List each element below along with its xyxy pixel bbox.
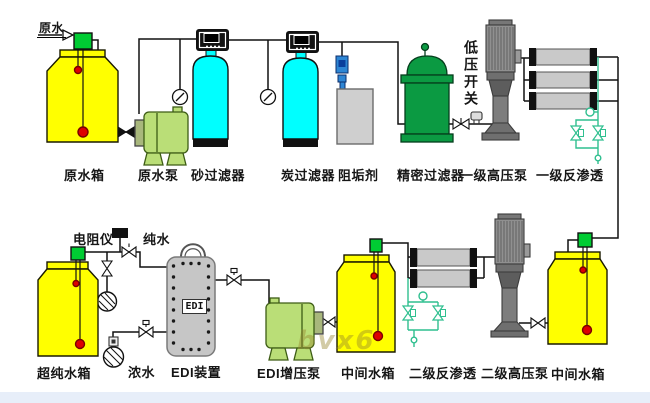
filter-control-valve-head [196,29,229,51]
label-concentrate: 浓水 [128,365,156,380]
label-stage1-hp-pump: 一级高压泵 [460,168,528,183]
stage2-high-pressure-pump [490,213,531,338]
label-precision-filter: 精密过滤器 [397,168,465,183]
level-switch-box [577,232,593,248]
edi-badge: EDI [182,299,207,314]
label-raw-water-inlet: 原水 [37,19,67,38]
label-stage2-hp-pump: 二级高压泵 [481,366,549,381]
label-sand-filter: 砂过滤器 [191,168,246,183]
valve [530,316,546,330]
stage2-flush-valves [401,278,446,347]
gauge [418,291,428,301]
label-intermediate-tank-left: 中间水箱 [341,366,396,381]
raw-water-tank [46,32,119,143]
membrane-housing [529,48,597,66]
label-raw-water-tank: 原水箱 [64,168,105,183]
level-switch-box [70,246,86,261]
level-switch-box [369,238,383,253]
valve [452,118,470,130]
process-piping [38,34,619,337]
level-switch-box [73,32,93,50]
stage1-ro-membranes [529,48,597,110]
valve [226,267,242,287]
label-antiscalant: 阻垢剂 [338,168,379,183]
membrane-housing [410,248,477,267]
float-sensor [77,126,89,138]
pressure-gauge [259,88,277,106]
drain-fitting [108,336,119,347]
intermediate-tank-left [336,238,396,353]
label-ultrapure-tank: 超纯水箱 [37,366,92,381]
float-sensor [74,338,86,350]
drain-fitting [594,154,602,162]
float-sensor [579,266,587,274]
label-pure-water: 纯水 [143,232,171,247]
filter-control-valve-head [286,31,319,53]
label-raw-water-pump: 原水泵 [138,168,179,183]
valve [117,126,135,138]
label-edi-booster-pump: EDI增压泵 [257,366,321,381]
pressure-gauge [171,88,189,106]
chemical-tank [336,88,374,145]
stage1-high-pressure-pump [481,19,522,141]
stage2-ro-membranes [410,248,477,288]
label-stage1-ro: 一级反渗透 [536,168,604,183]
flow-meter [102,346,125,368]
valve [138,319,154,339]
drain-fitting [410,336,418,344]
membrane-housing [529,92,597,110]
float-sensor [370,272,378,280]
label-resistivity-meter: 电阻仪 [73,232,114,247]
float-sensor [372,330,384,342]
edi-booster-pump [265,297,324,361]
membrane-housing [410,269,477,288]
stage1-flush-valves [569,57,606,164]
watermark: bvx6 [297,326,376,356]
label-carbon-filter: 炭过滤器 [281,168,336,183]
label-intermediate-tank-right: 中间水箱 [551,367,606,382]
float-sensor [72,279,80,288]
label-stage2-ro: 二级反渗透 [409,366,477,381]
intermediate-tank-right [547,232,608,345]
flow-meter [96,291,118,312]
membrane-housing [529,71,597,89]
label-low-pressure-switch: 低压开关 [463,40,479,108]
precision-filter [400,42,454,143]
valve [320,315,336,329]
valve [121,243,137,259]
valve [100,260,114,277]
bottom-strip [0,392,650,403]
gauge [585,107,595,117]
resistivity-meter-box [112,228,128,238]
handle [180,243,206,258]
antiscalant-doser [335,55,374,145]
raw-water-pump [134,106,189,166]
pressure-switch [470,111,483,124]
float-sensor [581,324,593,336]
float-sensor [73,65,83,75]
ultrapure-water-tank [37,246,99,357]
sand-filter [192,29,229,147]
carbon-filter [282,31,319,147]
label-edi-unit: EDI装置 [171,365,222,380]
